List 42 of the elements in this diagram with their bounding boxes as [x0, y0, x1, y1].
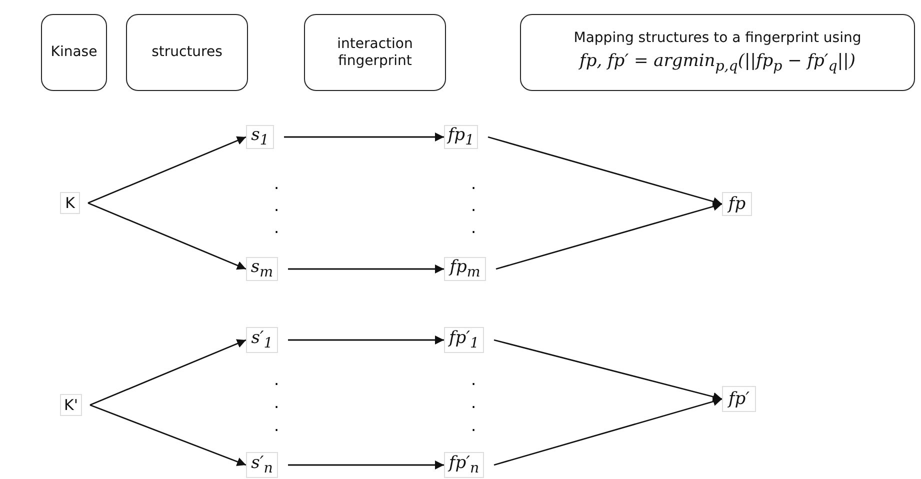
- arrow: [288, 460, 444, 470]
- ellipsis-dot: .: [274, 395, 280, 411]
- ellipsis-dot: .: [274, 372, 280, 388]
- math-term-box: s′$_{n}$: [246, 452, 278, 478]
- column-header-box: [520, 14, 915, 91]
- ellipsis-dot: .: [274, 220, 280, 236]
- ellipsis-dot: .: [471, 372, 476, 388]
- arrow: [288, 264, 444, 274]
- math-term-box: fp′$_{n}$: [444, 452, 484, 478]
- ellipsis-dot: .: [471, 176, 476, 192]
- kinase-label: K: [60, 192, 80, 214]
- arrow: [488, 136, 722, 206]
- ellipsis-dot: .: [471, 395, 476, 411]
- math-term-box: fp$_{1}$: [444, 125, 478, 149]
- math-term-box: fp: [722, 192, 752, 216]
- math-term-box: fp′$_{1}$: [444, 327, 484, 353]
- ellipsis-dot: .: [274, 198, 280, 214]
- formula-text: fp, fp′ = argmin$_{p,q}$(||fp$_{p}$ − fp′$_{q}$||): [580, 50, 856, 76]
- header-text: Mapping structures to a fingerprint using: [574, 30, 862, 47]
- ellipsis-dot: .: [274, 176, 280, 192]
- arrow: [284, 132, 444, 142]
- arrow: [496, 202, 722, 270]
- column-header-box: Kinase: [41, 14, 107, 91]
- math-term-box: fp′: [722, 386, 756, 412]
- math-term-box: s$_{m}$: [246, 257, 278, 281]
- math-term-box: s′$_{1}$: [246, 327, 278, 353]
- ellipsis-dot: .: [471, 418, 476, 434]
- math-term-box: fp$_{m}$: [444, 257, 486, 281]
- arrow: [90, 404, 246, 466]
- column-header-box: structures: [126, 14, 248, 91]
- column-header-box: interaction fingerprint: [304, 14, 446, 91]
- ellipsis-dot: .: [471, 220, 476, 236]
- arrow: [88, 136, 246, 204]
- math-term-box: s$_{1}$: [246, 125, 274, 149]
- ellipsis-dot: .: [274, 418, 280, 434]
- arrow: [494, 339, 722, 402]
- arrow: [288, 336, 444, 344]
- ellipsis-dot: .: [471, 198, 476, 214]
- kinase-label: K': [60, 394, 82, 416]
- arrow: [88, 202, 246, 270]
- arrow: [90, 339, 246, 406]
- arrow: [494, 397, 722, 466]
